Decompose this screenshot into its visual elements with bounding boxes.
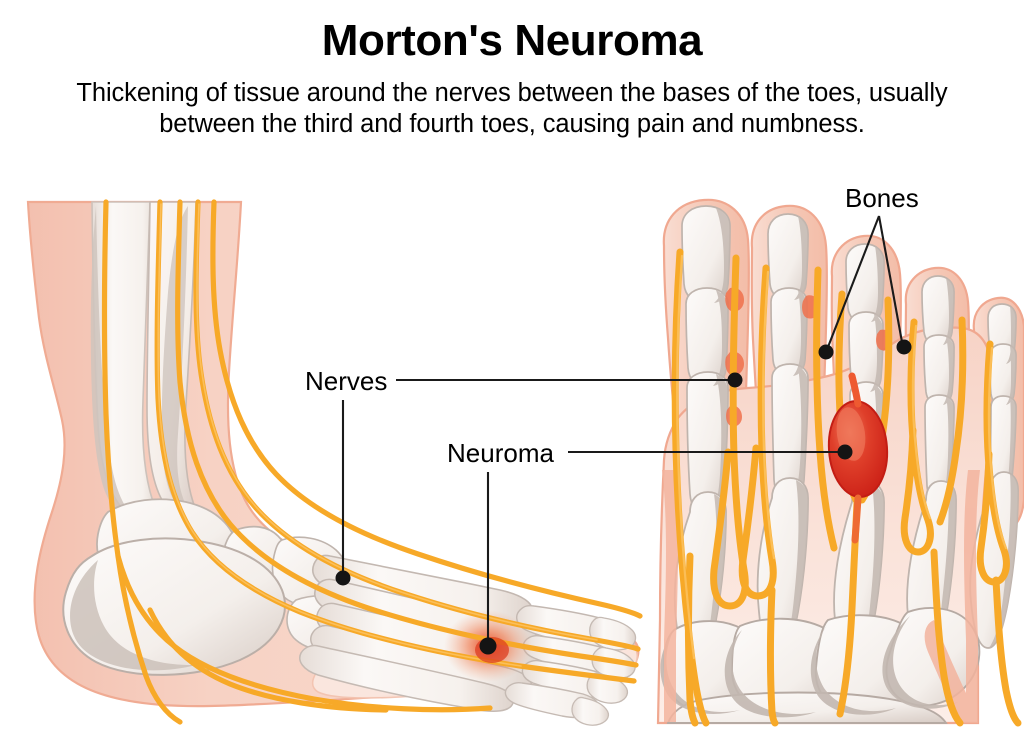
callout-markers (335, 339, 912, 655)
neuroma-nerve-stem-upper (848, 372, 862, 408)
bones-phalanges-lateral (504, 604, 637, 726)
marker-neuroma-dorsal (837, 444, 853, 460)
leader-bones-right (877, 215, 904, 343)
callout-label-nerves: Nerves (305, 366, 388, 396)
dorsal-foot-view (656, 198, 1024, 727)
callout-label-bones: Bones (845, 183, 919, 213)
leader-bones-left (827, 215, 880, 348)
bone-tibia-shadow (90, 206, 138, 521)
page-title: Morton's Neuroma (321, 16, 703, 65)
bones-phalanges-dorsal (681, 205, 1017, 515)
marker-nerves-dorsal (727, 372, 743, 388)
callout-label-neuroma: Neuroma (447, 438, 554, 468)
lateral-foot-view (26, 199, 643, 726)
neuroma-nerve-stem-lower (851, 494, 862, 544)
page-subtitle: Thickening of tissue around the nerves b… (76, 79, 948, 138)
marker-bones-left (818, 344, 834, 360)
marker-nerves-lateral (335, 570, 351, 586)
bone-calcaneus-shadow (70, 560, 196, 671)
marker-bones-right (896, 339, 912, 355)
marker-neuroma-lateral (479, 637, 497, 655)
callout-leaders (341, 215, 904, 641)
nerves-lateral-highlight (157, 203, 598, 667)
